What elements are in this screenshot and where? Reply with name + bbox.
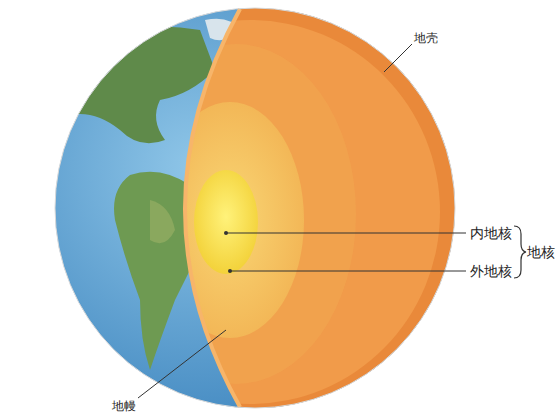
group-label: 地核 (527, 244, 555, 261)
cutaway (55, 8, 455, 408)
leader-line (226, 233, 466, 234)
bracket (514, 226, 526, 278)
inner-core (194, 170, 258, 274)
leader-line (230, 271, 466, 272)
leader-line (138, 330, 226, 398)
leader-dot (228, 269, 232, 273)
leader-dot (224, 231, 228, 235)
outer-core (156, 102, 304, 338)
layer-label: 地幔 (112, 399, 136, 413)
ocean (55, 8, 455, 408)
cut-edge (185, 9, 240, 407)
layer-label: 外地核 (470, 263, 512, 280)
layer-label: 地壳 (414, 31, 438, 45)
globe-outline (55, 8, 455, 408)
layer-label: 内地核 (470, 225, 512, 242)
leader-line (384, 44, 412, 72)
